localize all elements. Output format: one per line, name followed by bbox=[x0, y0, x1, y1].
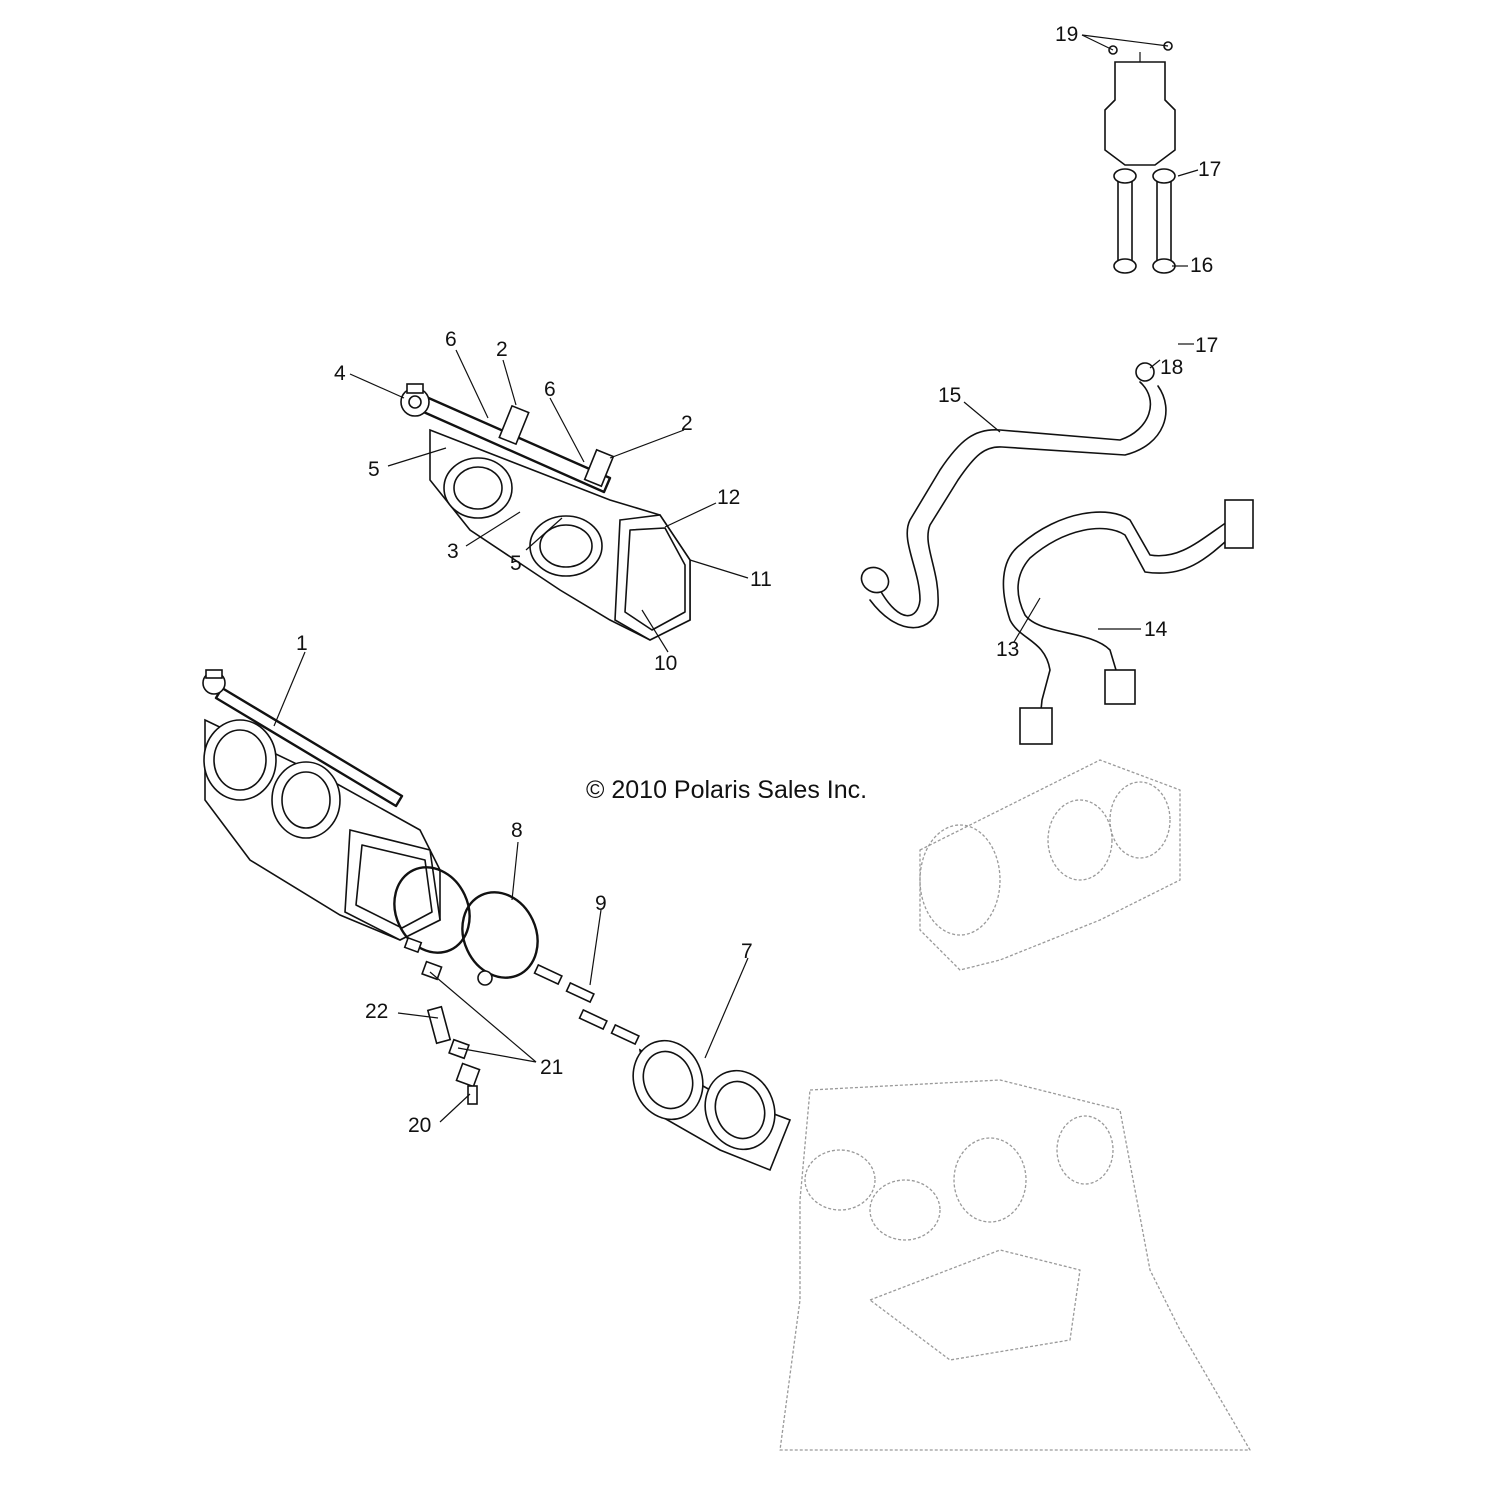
clamp-illustration bbox=[393, 866, 539, 986]
callout-18: 18 bbox=[1160, 356, 1183, 379]
leader-lines bbox=[273, 34, 1199, 1123]
callout-5-upper: 5 bbox=[368, 458, 380, 481]
callout-16: 16 bbox=[1190, 254, 1213, 277]
fittings-illustration bbox=[403, 936, 481, 1105]
callout-6-right: 6 bbox=[544, 378, 556, 401]
callout-11: 11 bbox=[750, 568, 772, 591]
callout-12: 12 bbox=[717, 486, 740, 509]
callout-7: 7 bbox=[741, 940, 753, 963]
callout-1: 1 bbox=[296, 632, 308, 655]
callout-2-lower: 2 bbox=[681, 412, 693, 435]
fuel-hose-illustration bbox=[860, 381, 1167, 629]
callout-21: 21 bbox=[540, 1056, 563, 1079]
ghost-engine-illustration bbox=[779, 1079, 1251, 1451]
callouts: 1 2 2 3 4 5 5 6 6 7 8 9 10 11 12 13 14 1… bbox=[296, 23, 1221, 1137]
callout-5-lower: 5 bbox=[510, 552, 522, 575]
callout-22: 22 bbox=[365, 1000, 388, 1023]
fuel-lines-illustration bbox=[1104, 41, 1176, 382]
callout-4: 4 bbox=[334, 362, 346, 385]
intake-boot-illustration bbox=[632, 1039, 792, 1172]
callout-17-upper: 17 bbox=[1198, 158, 1221, 181]
callout-17-lower: 17 bbox=[1195, 334, 1218, 357]
copyright-notice: © 2010 Polaris Sales Inc. bbox=[586, 776, 867, 804]
throttle-body-upper-illustration bbox=[400, 383, 691, 641]
callout-6-left: 6 bbox=[445, 328, 457, 351]
callout-20: 20 bbox=[408, 1114, 431, 1137]
bolts-illustration bbox=[533, 963, 640, 1046]
callout-19: 19 bbox=[1055, 23, 1078, 46]
callout-8: 8 bbox=[511, 819, 523, 842]
wire-harness-illustration bbox=[1002, 499, 1254, 745]
callout-9: 9 bbox=[595, 892, 607, 915]
throttle-body-lower-illustration bbox=[202, 669, 441, 941]
callout-10: 10 bbox=[654, 652, 677, 675]
callout-15: 15 bbox=[938, 384, 961, 407]
callout-13: 13 bbox=[996, 638, 1019, 661]
callout-14: 14 bbox=[1144, 618, 1168, 641]
callout-3: 3 bbox=[447, 540, 459, 563]
ghost-throttle-body-illustration bbox=[919, 759, 1181, 971]
callout-2-upper: 2 bbox=[496, 338, 508, 361]
